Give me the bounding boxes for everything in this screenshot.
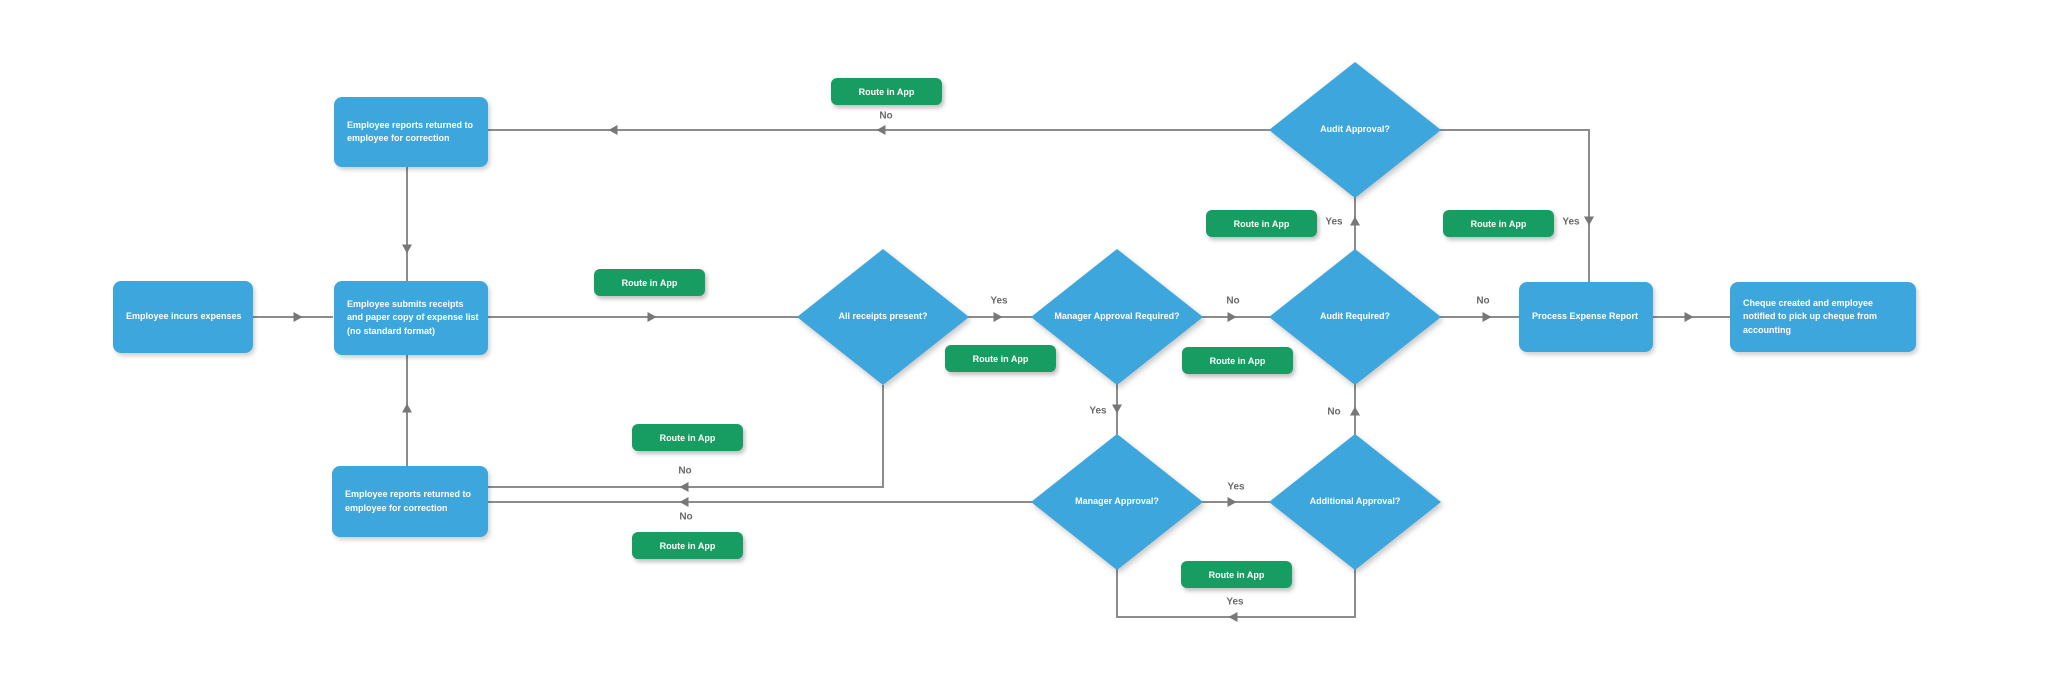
edge-submits-receipts-to-all-receipts-present xyxy=(487,316,798,318)
arrowhead-down-icon xyxy=(1112,404,1122,414)
node-incurs-expenses: Employee incurs expenses xyxy=(113,281,253,353)
audit-approval-shape: Audit Approval? xyxy=(1269,62,1441,198)
arrowhead-right-icon xyxy=(1684,312,1694,322)
edge-audit-approval-to-process-expense-report xyxy=(1588,129,1590,283)
edge-label-yes: Yes xyxy=(990,295,1008,307)
node-returned-for-correction-top: Employee reports returned to employee fo… xyxy=(334,97,488,167)
edge-audit-approval-to-process-expense-report xyxy=(1440,129,1590,131)
process-expense-report-shape: Process Expense Report xyxy=(1519,282,1653,352)
arrowhead-left-icon xyxy=(679,497,689,507)
arrowhead-up-icon xyxy=(1350,216,1360,226)
arrowhead-right-icon xyxy=(1227,312,1237,322)
arrowhead-right-icon xyxy=(993,312,1003,322)
arrowhead-down-icon xyxy=(402,244,412,254)
node-process-expense-report: Process Expense Report xyxy=(1519,282,1653,352)
manager-approval-shape: Manager Approval? xyxy=(1031,434,1203,570)
node-returned-for-correction-bottom: Employee reports returned to employee fo… xyxy=(332,466,488,537)
edge-returned-for-correction-top-to-submits-receipts xyxy=(406,166,408,282)
node-label: Audit Approval? xyxy=(1320,124,1390,135)
returned-for-correction-bottom-shape: Employee reports returned to employee fo… xyxy=(332,466,488,537)
node-label: Employee reports returned to employee fo… xyxy=(347,119,474,143)
node-label: Manager Approval? xyxy=(1075,496,1159,507)
route-in-app-badge: Route in App xyxy=(632,424,743,451)
route-in-app-badge: Route in App xyxy=(945,345,1056,372)
node-label: Employee incurs expenses xyxy=(126,311,242,322)
node-audit-required: Audit Required? xyxy=(1269,249,1441,385)
edge-incurs-expenses-to-submits-receipts xyxy=(252,316,333,318)
manager-approval-required-shape: Manager Approval Required? xyxy=(1031,249,1203,385)
edge-label-yes: Yes xyxy=(1227,481,1245,493)
node-label: Audit Required? xyxy=(1320,311,1390,322)
node-label: All receipts present? xyxy=(838,311,928,322)
incurs-expenses-shape: Employee incurs expenses xyxy=(113,281,253,353)
arrowhead-up-icon xyxy=(402,403,412,413)
node-all-receipts-present: All receipts present? xyxy=(797,249,969,385)
node-manager-approval: Manager Approval? xyxy=(1031,434,1203,570)
edge-all-receipts-present-to-returned-for-correction-bottom xyxy=(882,385,884,488)
arrowhead-left-icon xyxy=(679,482,689,492)
arrowhead-right-icon xyxy=(647,312,657,322)
node-submits-receipts: Employee submits receipts and paper copy… xyxy=(334,281,488,355)
arrowhead-down-icon xyxy=(1584,216,1594,226)
node-manager-approval-required: Manager Approval Required? xyxy=(1031,249,1203,385)
arrowhead-right-icon xyxy=(293,312,303,322)
node-cheque-created: Cheque created and employee notified to … xyxy=(1730,282,1916,352)
audit-required-shape: Audit Required? xyxy=(1269,249,1441,385)
edge-label-yes: Yes xyxy=(1562,216,1580,228)
node-audit-approval: Audit Approval? xyxy=(1269,62,1441,198)
edge-label-no: No xyxy=(1476,295,1490,307)
node-label: Cheque created and employee notified to … xyxy=(1743,298,1878,335)
edge-audit-required-to-process-expense-report xyxy=(1440,316,1520,318)
arrowhead-left-icon xyxy=(1228,612,1238,622)
edge-additional-approval-to-manager-approval xyxy=(1116,569,1118,618)
route-in-app-badge: Route in App xyxy=(1181,561,1292,588)
edge-label-yes: Yes xyxy=(1226,596,1244,608)
edge-manager-approval-to-returned-for-correction-bottom xyxy=(487,501,1032,503)
node-label: Employee submits receipts and paper copy… xyxy=(347,299,479,336)
route-in-app-badge: Route in App xyxy=(831,78,942,105)
edge-label-no: No xyxy=(1226,295,1240,307)
edge-additional-approval-to-manager-approval xyxy=(1354,569,1356,618)
node-label: Process Expense Report xyxy=(1532,311,1639,322)
arrowhead-left-icon xyxy=(876,125,886,135)
edge-label-yes: Yes xyxy=(1325,216,1343,228)
edge-label-no: No xyxy=(1327,406,1341,418)
node-label: Manager Approval Required? xyxy=(1054,311,1180,322)
edge-label-no: No xyxy=(879,110,893,122)
arrowhead-right-icon xyxy=(1482,312,1492,322)
route-in-app-badge: Route in App xyxy=(1206,210,1317,237)
returned-for-correction-top-shape: Employee reports returned to employee fo… xyxy=(334,97,488,167)
route-in-app-badge: Route in App xyxy=(1443,210,1554,237)
arrowhead-up-icon xyxy=(1350,406,1360,416)
arrowhead-left-icon xyxy=(608,125,618,135)
edge-label-no: No xyxy=(678,465,692,477)
edge-label-no: No xyxy=(679,511,693,523)
node-additional-approval: Additional Approval? xyxy=(1269,434,1441,570)
route-in-app-badge: Route in App xyxy=(632,532,743,559)
node-label: Additional Approval? xyxy=(1309,496,1401,507)
cheque-created-shape: Cheque created and employee notified to … xyxy=(1730,282,1916,352)
arrowhead-right-icon xyxy=(1227,497,1237,507)
route-in-app-badge: Route in App xyxy=(594,269,705,296)
submits-receipts-shape: Employee submits receipts and paper copy… xyxy=(334,281,488,355)
route-in-app-badge: Route in App xyxy=(1182,347,1293,374)
all-receipts-present-shape: All receipts present? xyxy=(797,249,969,385)
node-label: Employee reports returned to employee fo… xyxy=(345,489,472,513)
edge-label-yes: Yes xyxy=(1089,405,1107,417)
additional-approval-shape: Additional Approval? xyxy=(1269,434,1441,570)
